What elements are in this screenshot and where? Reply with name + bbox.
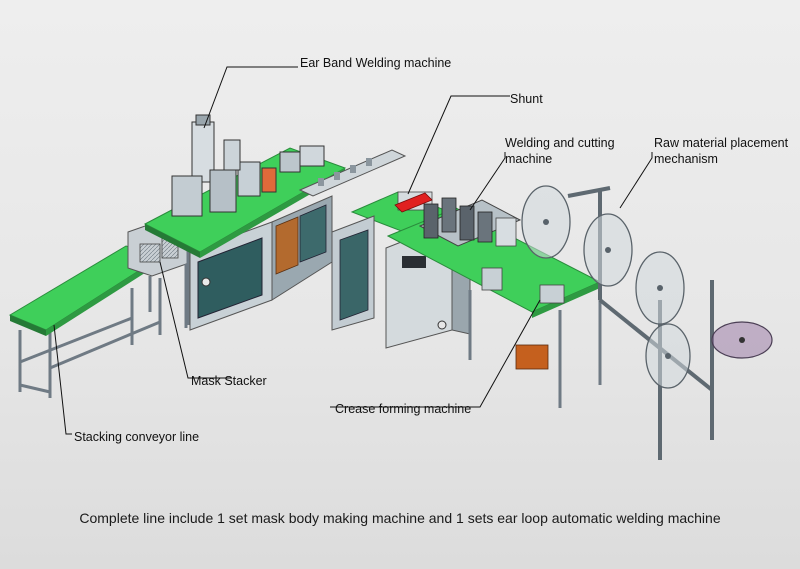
raw-material-placement-mechanism [521, 185, 773, 460]
label-welding-cutting-line1: Welding and cutting [505, 136, 615, 150]
label-raw-material-line1: Raw material placement [654, 136, 789, 150]
stacking-conveyor-line [8, 245, 164, 398]
label-ear-band-welding-machine: Ear Band Welding machine [300, 56, 452, 70]
label-raw-material-line2: mechanism [654, 152, 718, 166]
label-stacking-conveyor-line: Stacking conveyor line [74, 430, 200, 444]
label-welding-cutting-line2: machine [505, 152, 553, 166]
label-mask-stacker: Mask Stacker [191, 374, 267, 388]
welding-heads [171, 114, 325, 217]
leader-lines [53, 66, 653, 435]
ear-band-welding-machine [143, 114, 407, 331]
label-shunt: Shunt [510, 92, 543, 106]
label-crease-forming-machine: Crease forming machine [335, 402, 472, 416]
caption: Complete line include 1 set mask body ma… [79, 510, 721, 526]
welding-cutting-machine [418, 197, 522, 247]
